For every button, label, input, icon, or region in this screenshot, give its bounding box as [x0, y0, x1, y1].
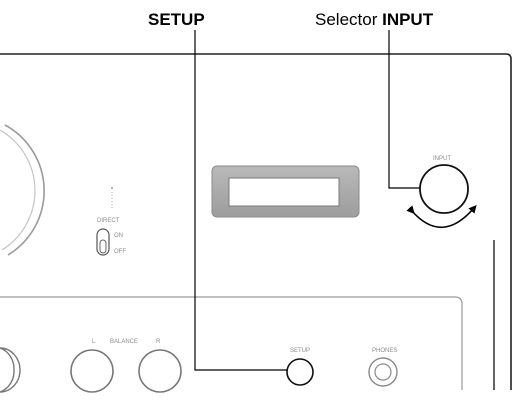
phones-label: PHONES [372, 348, 397, 354]
setup-leader-line [194, 30, 287, 371]
balance-right-label: R [156, 339, 161, 345]
direct-label: DIRECT [97, 218, 120, 224]
phones-jack-inner [374, 363, 392, 381]
panel-outline [0, 53, 512, 390]
direct-on-label: ON [114, 233, 123, 239]
direct-off-label: OFF [114, 249, 126, 255]
volume-knob-arc-outer [4, 124, 45, 256]
balance-left-knob[interactable] [70, 349, 114, 393]
rotate-arrow-icon [406, 204, 477, 229]
input-selector-knob[interactable] [419, 164, 469, 214]
setup-callout-label: SETUP [148, 10, 205, 29]
selector-leader-line [388, 30, 420, 189]
setup-button-label: SETUP [290, 348, 310, 354]
balance-right-knob[interactable] [138, 349, 182, 393]
volume-knob-arc-inner [0, 129, 36, 251]
setup-button-group: SETUP [286, 348, 314, 386]
phones-jack-group: PHONES [368, 348, 398, 387]
setup-callout: SETUP [148, 10, 205, 30]
selector-callout-prefix: Selector [315, 10, 383, 29]
balance-left-label: L [92, 339, 96, 345]
display-window [211, 165, 360, 218]
direct-switch-group: DIRECT ON OFF [96, 187, 126, 256]
setup-button[interactable] [286, 358, 314, 386]
lower-panel-outline [0, 296, 463, 390]
selector-callout-bold: INPUT [382, 10, 434, 29]
balance-label: BALANCE [110, 339, 138, 345]
input-selector-group: INPUT [406, 156, 477, 229]
selector-input-callout: Selector INPUT [315, 10, 433, 30]
balance-group: L BALANCE R [70, 339, 182, 393]
direct-toggle[interactable] [96, 228, 110, 256]
input-knob-label: INPUT [433, 156, 451, 162]
partial-knob-left [0, 347, 21, 393]
